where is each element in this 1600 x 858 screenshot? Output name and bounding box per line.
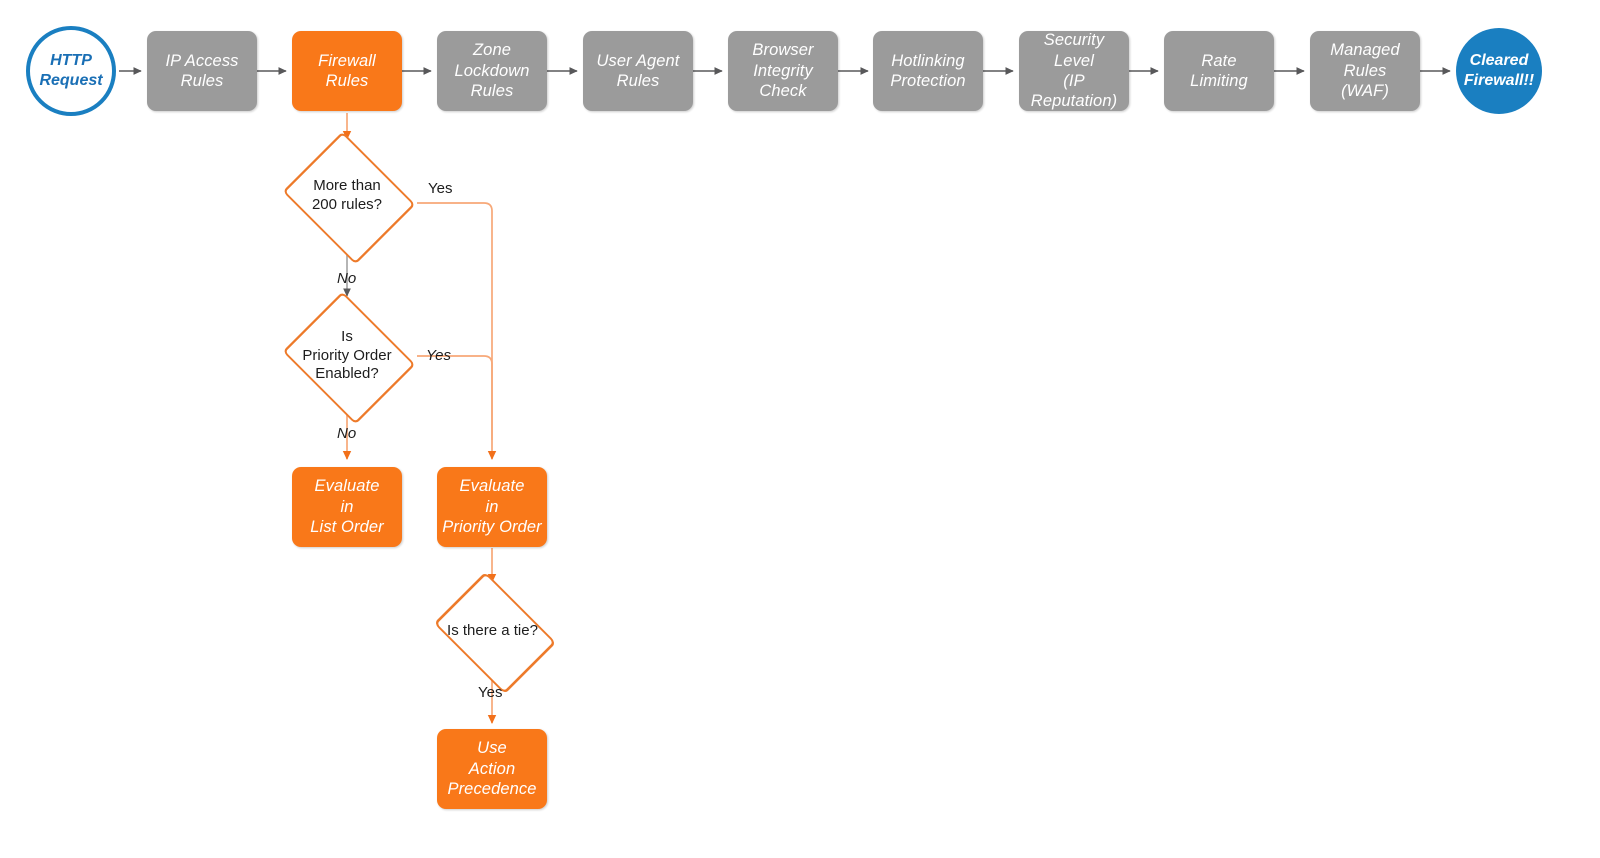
decision-label: Is Priority Order Enabled? <box>302 327 392 383</box>
pipeline-step-label: Firewall Rules <box>318 51 376 90</box>
pipeline-step-ip-access-rules[interactable]: IP Access Rules <box>147 31 257 111</box>
decision-is-there-a-tie[interactable]: Is there a tie? <box>424 571 561 695</box>
pipeline-step-label: Zone Lockdown Rules <box>454 41 530 101</box>
edge-label-d2-no: No <box>337 425 357 442</box>
pipeline-step-rate-limiting[interactable]: Rate Limiting <box>1164 31 1274 111</box>
pipeline-step-label: IP Access Rules <box>165 51 239 90</box>
outcome-label: Evaluate in List Order <box>310 477 384 537</box>
pipeline-step-firewall-rules[interactable]: Firewall Rules <box>292 31 402 111</box>
decision-label: Is there a tie? <box>447 621 538 639</box>
pipeline-step-browser-integrity-check[interactable]: Browser Integrity Check <box>728 31 838 111</box>
end-node-label: Cleared Firewall!! <box>1463 52 1535 89</box>
outcome-evaluate-in-priority-order[interactable]: Evaluate in Priority Order <box>437 467 547 547</box>
pipeline-step-label: User Agent Rules <box>596 51 680 90</box>
pipeline-step-label: Hotlinking Protection <box>890 51 966 90</box>
decision-label: More than 200 rules? <box>311 177 383 213</box>
pipeline-step-managed-rules-waf[interactable]: Managed Rules (WAF) <box>1310 31 1420 111</box>
edge-label-d3-yes: Yes <box>478 684 503 701</box>
pipeline-step-user-agent-rules[interactable]: User Agent Rules <box>583 31 693 111</box>
pipeline-step-label: Security Level (IP Reputation) <box>1030 31 1118 111</box>
outcome-label: Use Action Precedence <box>447 739 537 799</box>
pipeline-step-label: Browser Integrity Check <box>752 41 814 101</box>
outcome-evaluate-in-list-order[interactable]: Evaluate in List Order <box>292 467 402 547</box>
decision-priority-order-enabled[interactable]: Is Priority Order Enabled? <box>277 291 417 425</box>
end-node-cleared-firewall[interactable]: Cleared Firewall!! <box>1456 28 1542 114</box>
pipeline-step-label: Rate Limiting <box>1190 51 1248 90</box>
decision-more-than-200-rules[interactable]: More than 200 rules? <box>277 131 417 265</box>
edge-label-d2-yes: Yes <box>426 347 452 364</box>
edge-label-d1-no: No <box>337 270 357 287</box>
pipeline-step-security-level[interactable]: Security Level (IP Reputation) <box>1019 31 1129 111</box>
pipeline-step-hotlinking-protection[interactable]: Hotlinking Protection <box>873 31 983 111</box>
outcome-label: Evaluate in Priority Order <box>442 477 542 537</box>
edge-label-d1-yes: Yes <box>428 180 453 197</box>
outcome-use-action-precedence[interactable]: Use Action Precedence <box>437 729 547 809</box>
start-node-http-request[interactable]: HTTP Request <box>26 26 116 116</box>
start-node-label: HTTP Request <box>39 52 103 89</box>
pipeline-step-zone-lockdown-rules[interactable]: Zone Lockdown Rules <box>437 31 547 111</box>
pipeline-step-label: Managed Rules (WAF) <box>1330 41 1400 101</box>
